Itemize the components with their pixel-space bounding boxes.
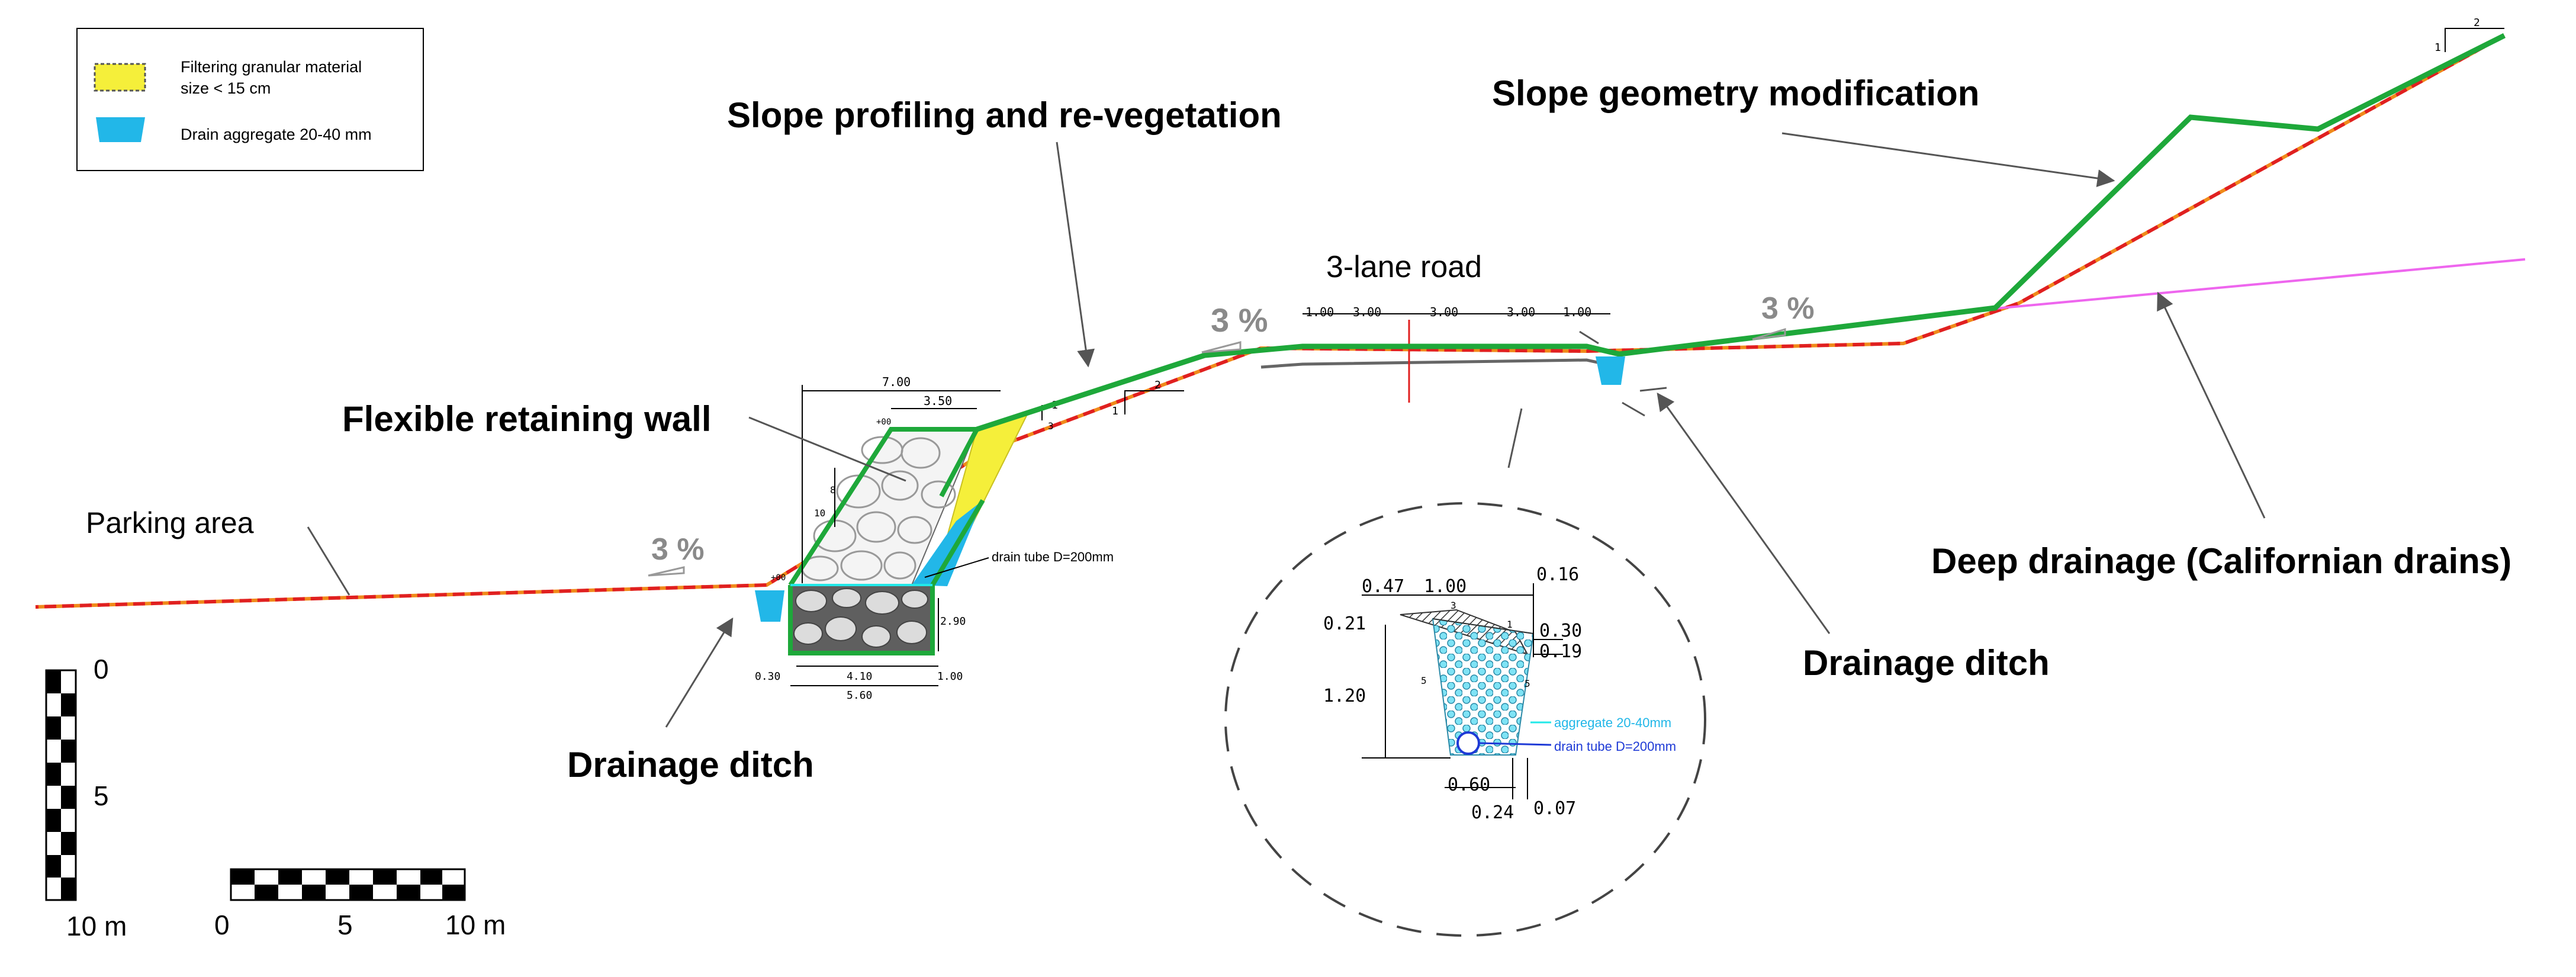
legend-box [76,28,424,171]
arrow-parking [307,526,350,596]
wall-top-width: 7.00 [882,375,911,389]
road-section: 1.00 3.00 3.00 3.00 1.00 [1260,305,1620,403]
wall-inner-width: 3.50 [924,394,952,408]
ditch-detail: 0.47 1.00 0.16 0.21 0.30 0.19 1.20 0.60 … [1224,502,1706,937]
grade-left: 3 % [648,532,705,577]
detail-slab-right: 0.30 [1539,621,1582,641]
detail-slope-top: 3 [1451,600,1456,611]
road-dim-4: 3.00 [1507,305,1535,319]
base-total: 5.60 [847,689,872,702]
base-mid: 4.10 [847,670,872,683]
detail-depth: 1.20 [1323,686,1366,706]
detail-bottom: 0.24 [1471,802,1514,823]
road-dim-2: 3.00 [1353,305,1381,319]
arrow-ditch-right [1657,392,1831,634]
label-ditch-right: Drainage ditch [1803,643,2050,683]
road-dim-3: 3.00 [1430,305,1458,319]
detail-base-width: 0.60 [1448,774,1490,795]
detail-bottom-right: 0.07 [1533,798,1576,819]
wall-dimension-lines [790,385,1001,686]
arrow-deep-drainage [2157,291,2266,519]
label-road: 3-lane road [1326,250,1482,284]
arrow-detail [1507,408,1523,468]
legend: Filtering granular material size < 15 cm… [76,28,424,171]
retaining-wall: 7.00 3.50 8 10 +00 +00 2.90 0.30 4.10 1.… [755,375,1184,702]
drain-aggregate [912,500,983,586]
detail-side-left: 5 [1421,675,1427,686]
vscale-label-5: 5 [94,780,109,811]
road-dim-5: 1.00 [1563,305,1591,319]
label-deep-drainage: Deep drainage (Californian drains) [1931,541,2511,581]
hscale-label-5: 5 [337,909,353,940]
vscale-label-0: 0 [94,654,109,684]
arrow-slope-profiling [1056,142,1095,368]
hscale-label-10: 10 m [445,909,506,940]
slope-ratio-h: 2 [1154,379,1161,391]
detail-side-right: 5 [1525,678,1530,689]
label-slope-profiling: Slope profiling and re-vegetation [727,95,1282,135]
slope-ratio-v: 1 [1112,405,1118,417]
arrow-ditch-left [665,617,734,728]
detail-slab-right2: 0.19 [1539,641,1582,662]
label-slope-geometry: Slope geometry modification [1492,73,1979,113]
base-left: 0.30 [755,670,780,683]
wall-side-value: 8 [830,484,836,496]
gabion-height: 2.90 [940,615,966,628]
proposed-profile [976,33,2506,432]
svg-text:3 %: 3 % [651,532,705,567]
ditch-left-shape [755,590,784,622]
detail-gravel-trench [1432,618,1535,756]
horizontal-scale-bar: 0 5 10 m [214,868,506,940]
detail-circle [1224,502,1706,937]
wall-drain-tube-label: drain tube D=200mm [992,549,1114,564]
vertical-scale-bar: 0 5 10 m [45,654,127,941]
wall-toe-mark: +00 [771,573,786,583]
grade-right: 3 % [1752,291,1815,340]
arrow-retaining-wall [748,416,906,482]
arrow-slope-geometry [1781,132,2115,187]
grade-mid: 3 % [1201,301,1268,353]
vscale-label-10: 10 m [66,911,127,941]
top-ratio: 1 2 [2435,17,2504,54]
hscale-label-0: 0 [214,909,230,940]
wall-height: 10 [814,507,825,519]
road-dim-1: 1.00 [1305,305,1334,319]
detail-top-right: 0.16 [1536,564,1579,585]
deep-drain-line [1989,258,2526,310]
detail-aggregate-label: aggregate 20-40mm [1554,715,1671,730]
detail-drain-tube [1456,731,1480,755]
wall-crest-mark: +00 [876,417,891,427]
svg-text:3 %: 3 % [1211,301,1268,339]
ditch-right-shape [1596,356,1625,385]
top-ratio-v: 1 [2435,41,2441,54]
detail-drain-tube-label: drain tube D=200mm [1554,739,1676,754]
detail-top-width: 1.00 [1424,576,1467,597]
detail-left-depth: 0.21 [1323,613,1366,634]
label-parking: Parking area [86,506,254,539]
legend-swatch-drain [96,117,145,142]
top-ratio-h: 2 [2474,17,2480,29]
detail-top-left: 0.47 [1362,576,1404,597]
base-right: 1.00 [937,670,963,683]
legend-swatch-filter [94,63,146,92]
legend-label-filter-1: Filtering granular material [181,58,362,76]
leader-lines [307,132,2266,728]
road-dimensions: 1.00 3.00 3.00 3.00 1.00 [1305,305,1591,319]
label-retaining-wall: Flexible retaining wall [342,399,712,439]
batter-side: 3 [1048,420,1054,432]
legend-label-drain: Drain aggregate 20-40 mm [181,126,372,143]
legend-label-filter-2: size < 15 cm [181,79,271,97]
detail-slope-side: 1 [1507,619,1513,630]
svg-text:3 %: 3 % [1761,291,1815,326]
label-ditch-left: Drainage ditch [567,745,814,785]
